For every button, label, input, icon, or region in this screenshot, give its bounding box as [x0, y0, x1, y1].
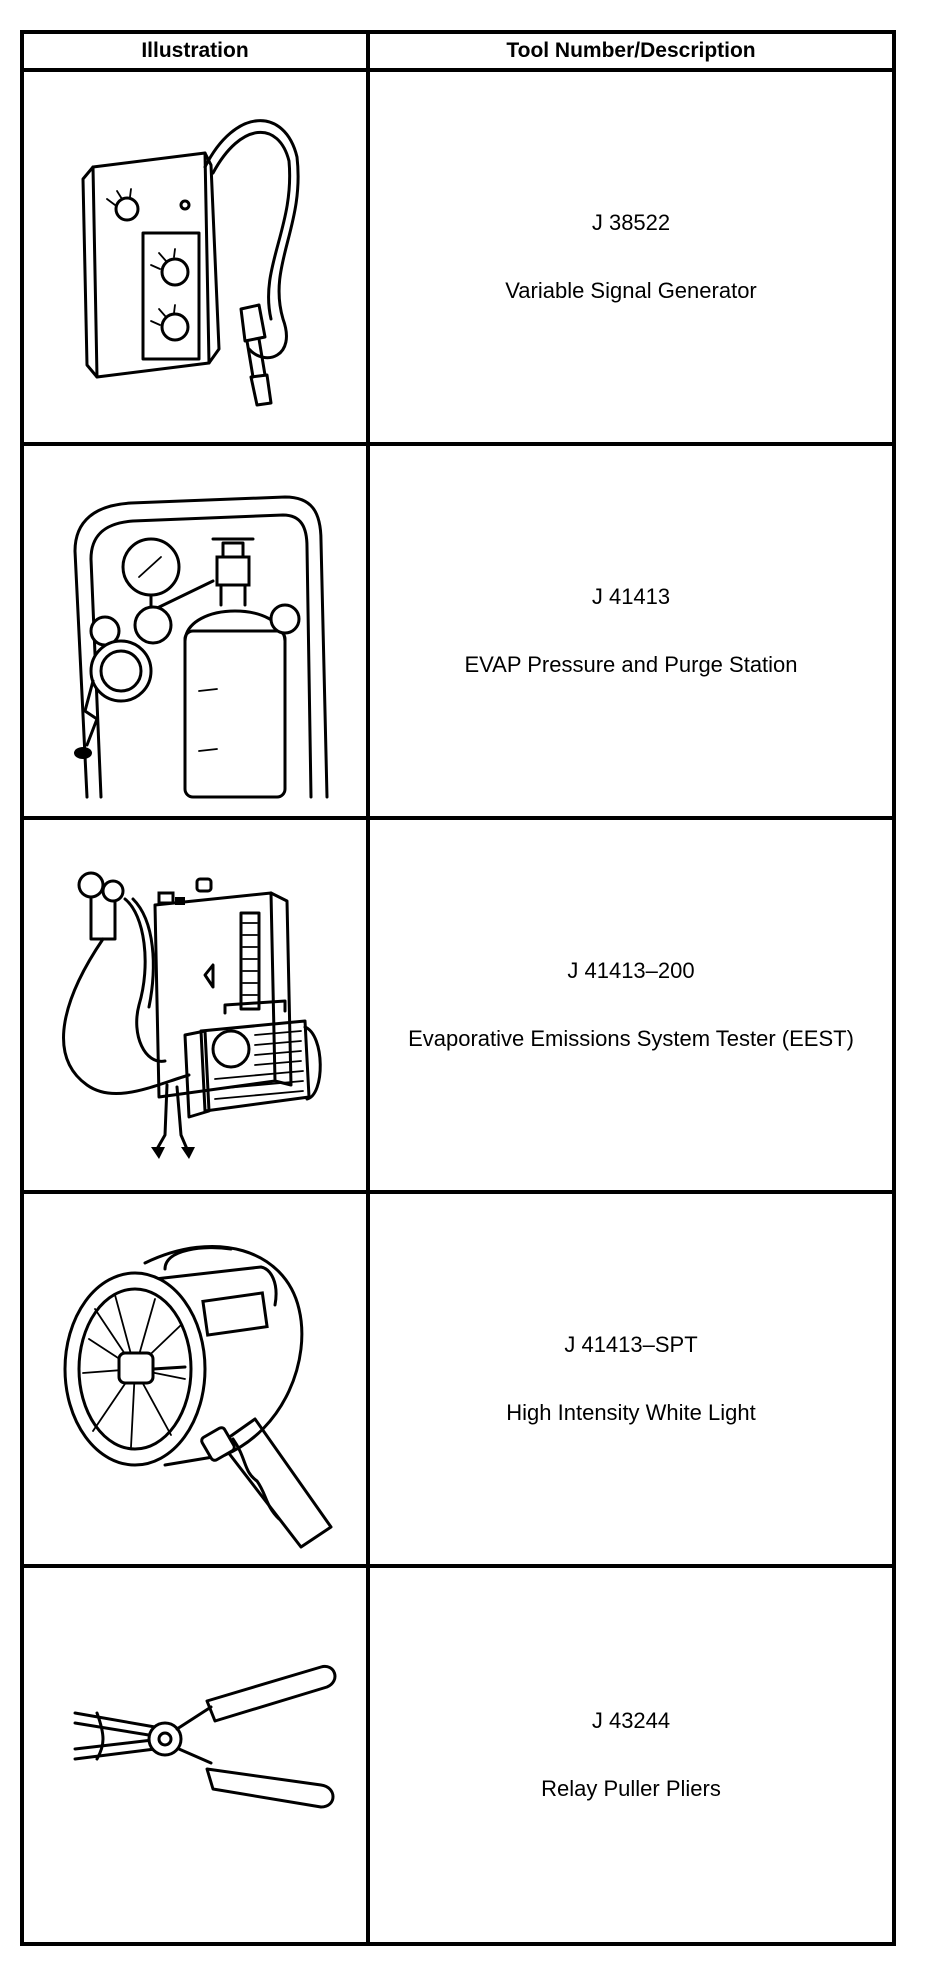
- header-description: Tool Number/Description: [370, 34, 892, 72]
- tool-name: Evaporative Emissions System Tester (EES…: [408, 1026, 854, 1051]
- description-cell: J 43244 Relay Puller Pliers: [370, 1568, 892, 1942]
- tool-number: J 41413–SPT: [564, 1332, 698, 1357]
- relay-puller-pliers-icon: [73, 1664, 337, 1809]
- description-cell: J 41413–SPT High Intensity White Light: [370, 1194, 892, 1568]
- pressure-purge-station-icon: [73, 495, 329, 799]
- header-illustration: Illustration: [24, 34, 370, 72]
- tool-number: J 41413–200: [567, 958, 695, 983]
- description-cell: J 41413–200 Evaporative Emissions System…: [370, 820, 892, 1194]
- tool-number: J 43244: [591, 1708, 671, 1733]
- tool-number: J 41413: [591, 584, 671, 609]
- illustration-cell: [24, 1568, 370, 1942]
- tool-name: EVAP Pressure and Purge Station: [464, 652, 798, 677]
- tool-name: High Intensity White Light: [506, 1400, 756, 1425]
- tool-number: J 38522: [591, 210, 671, 235]
- illustration-cell: [24, 72, 370, 446]
- emissions-tester-icon: [62, 871, 322, 1159]
- signal-generator-icon: [81, 119, 300, 407]
- illustration-cell: [24, 820, 370, 1194]
- description-cell: J 41413 EVAP Pressure and Purge Station: [370, 446, 892, 820]
- tool-table: Illustration Tool Number/Description J 3…: [20, 30, 896, 1946]
- illustration-cell: [24, 446, 370, 820]
- illustration-cell: [24, 1194, 370, 1568]
- tool-name: Variable Signal Generator: [505, 278, 757, 303]
- tool-name: Relay Puller Pliers: [541, 1776, 721, 1801]
- white-light-icon: [63, 1244, 333, 1549]
- description-cell: J 38522 Variable Signal Generator: [370, 72, 892, 446]
